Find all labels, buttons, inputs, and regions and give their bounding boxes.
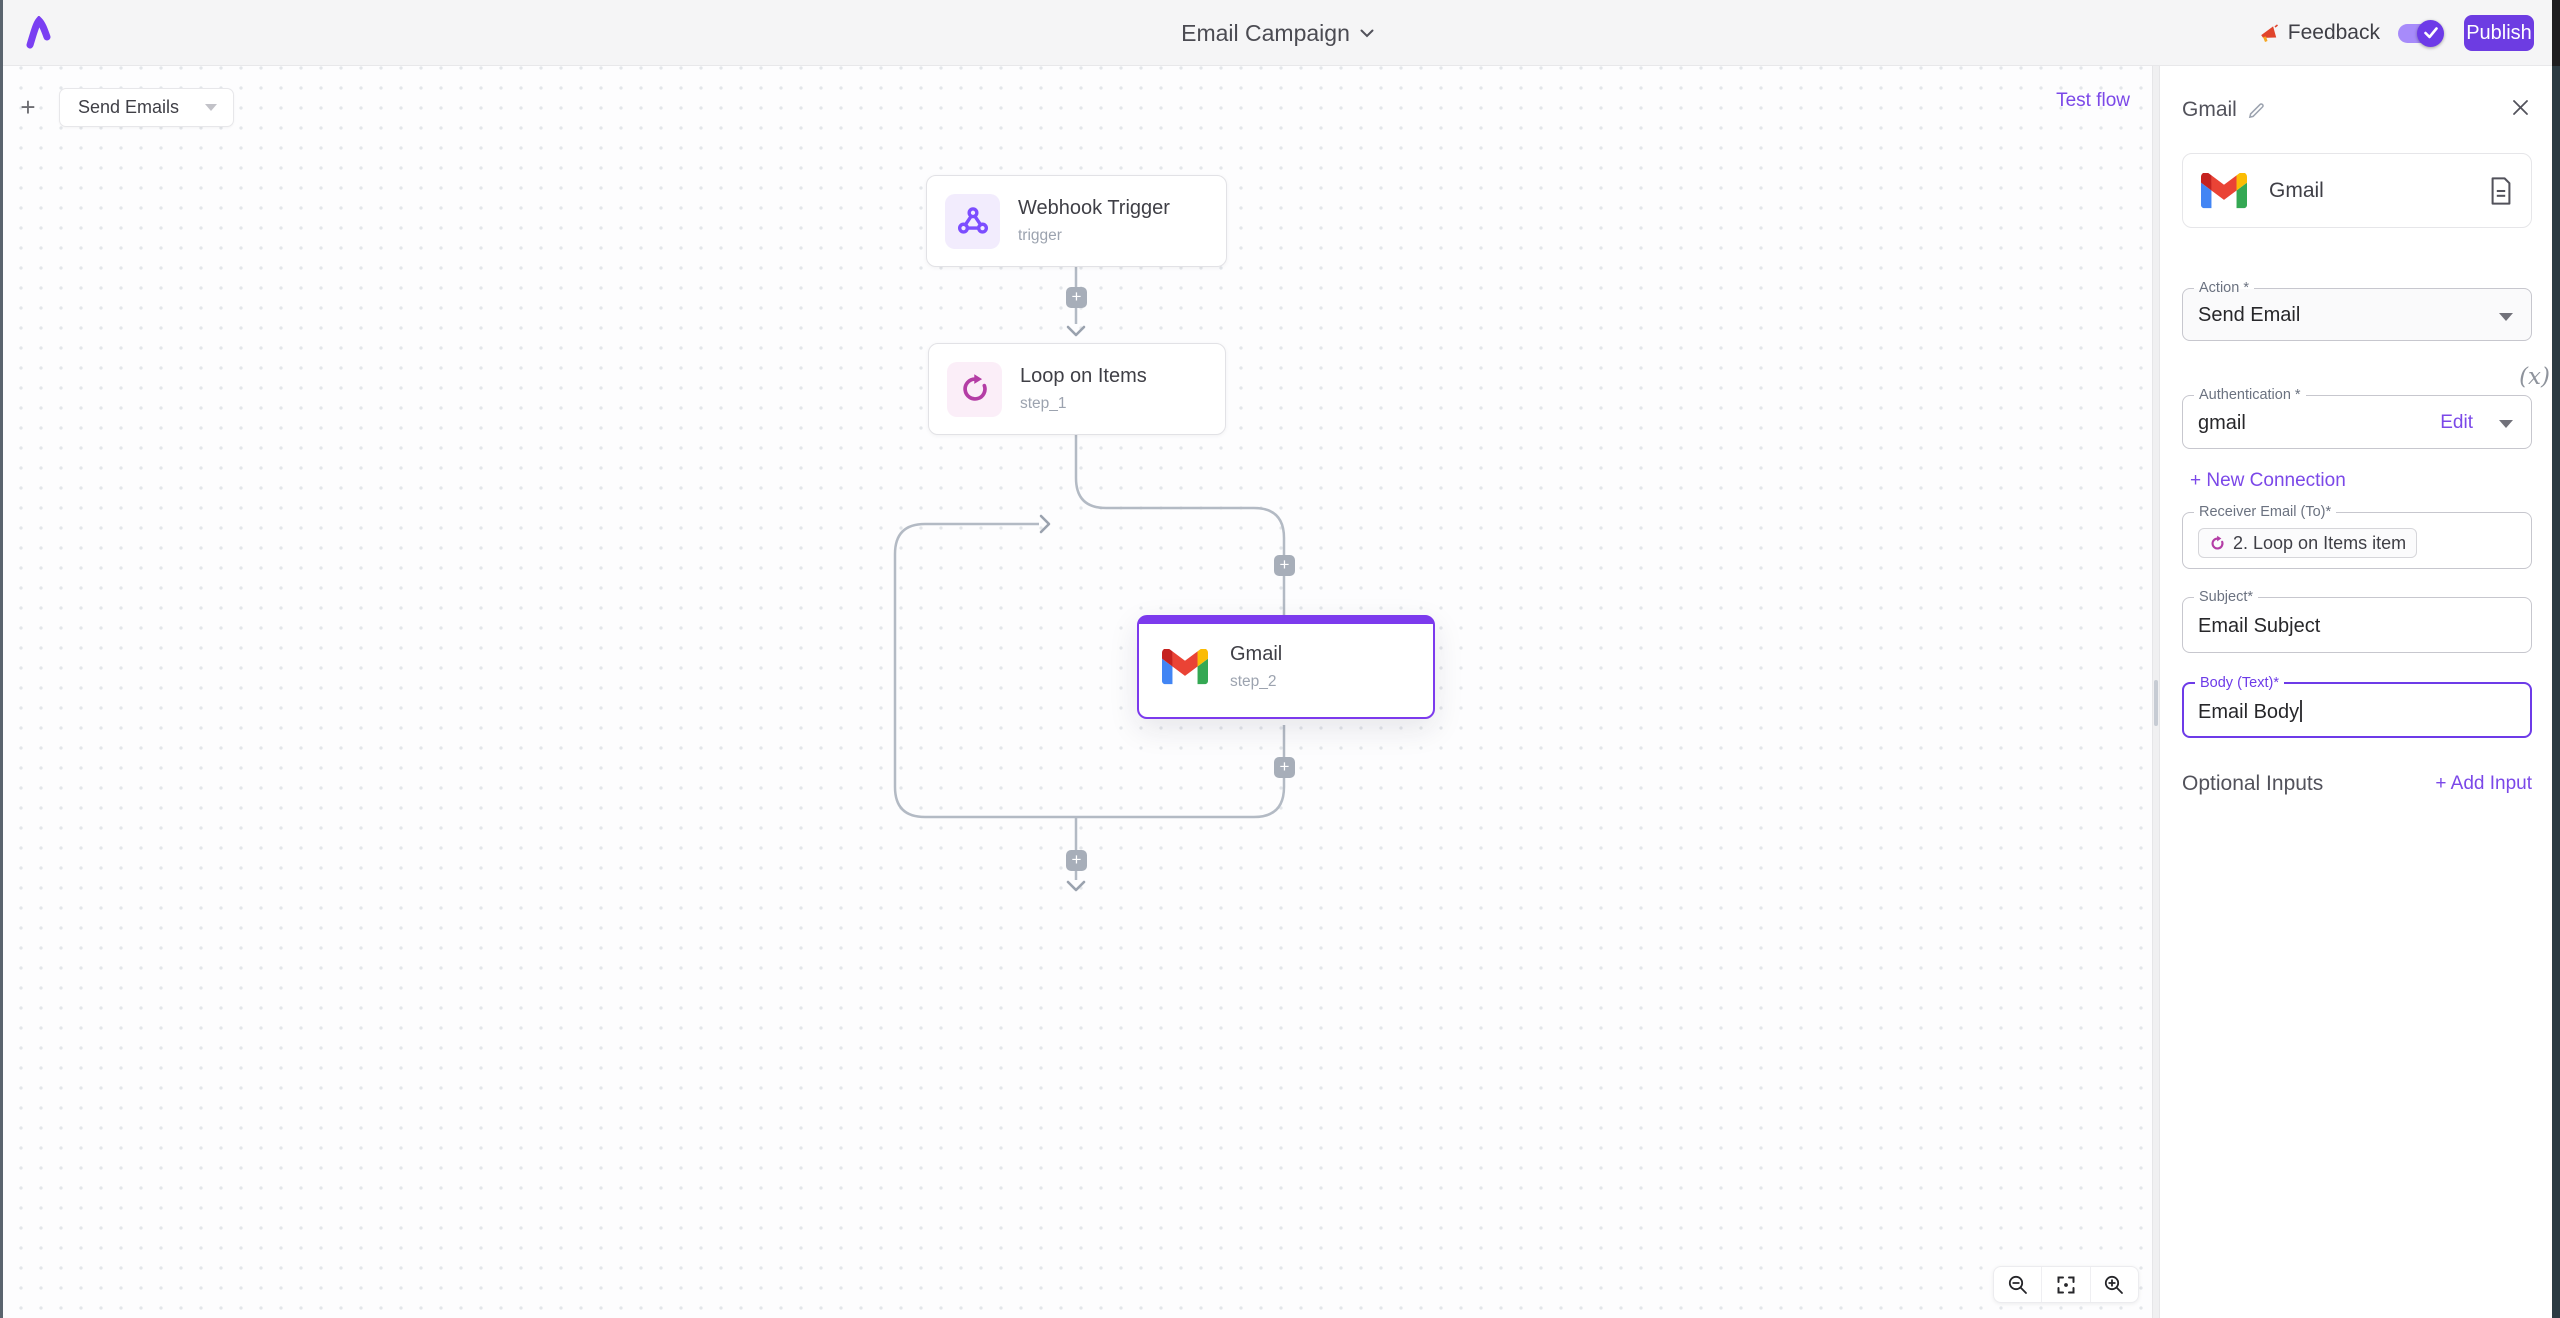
- flow-canvas[interactable]: + + + + + Send Emails Test flow Webhook …: [3, 66, 2152, 1318]
- flow-tab[interactable]: Send Emails: [59, 88, 235, 127]
- chevron-down-icon[interactable]: [205, 104, 218, 111]
- edit-name-pencil-icon[interactable]: [2247, 101, 2266, 120]
- insert-variable-button[interactable]: (x): [2519, 364, 2550, 390]
- fit-view-icon: [2057, 1276, 2075, 1293]
- action-select[interactable]: Action * Send Email: [2182, 280, 2532, 341]
- body-text-field[interactable]: Body (Text)* Email Body: [2182, 675, 2532, 738]
- text-cursor: [2300, 700, 2303, 722]
- node-title: Gmail: [1230, 643, 1283, 665]
- node-subtitle: step_1: [1020, 395, 1067, 412]
- megaphone-icon: [2260, 24, 2278, 42]
- node-webhook-trigger[interactable]: Webhook Trigger trigger: [926, 175, 1227, 267]
- docs-icon[interactable]: [2489, 176, 2513, 206]
- chevron-down-icon[interactable]: [1360, 29, 1374, 38]
- feedback-button[interactable]: Feedback: [2258, 21, 2380, 45]
- window-right-edge-top: [2552, 0, 2560, 66]
- node-title: Webhook Trigger: [1018, 197, 1170, 219]
- receiver-email-label: Receiver Email (To)*: [2194, 504, 2337, 520]
- flow-tab-label: Send Emails: [78, 97, 180, 117]
- gmail-icon: [2201, 172, 2247, 208]
- subject-field[interactable]: Subject* Email Subject: [2182, 589, 2532, 653]
- panel-resize-handle[interactable]: [2154, 680, 2158, 726]
- node-loop-on-items[interactable]: Loop on Items step_1: [928, 343, 1226, 435]
- authentication-select[interactable]: Authentication * gmail Edit: [2182, 387, 2532, 449]
- toggle-knob-check-icon: [2417, 19, 2444, 47]
- add-step-button[interactable]: +: [1274, 555, 1295, 576]
- piece-name: Gmail: [2269, 178, 2324, 202]
- window-right-edge[interactable]: [2552, 66, 2560, 1318]
- subject-label: Subject*: [2194, 589, 2259, 605]
- receiver-email-field[interactable]: Receiver Email (To)* 2. Loop on Items it…: [2182, 504, 2532, 569]
- node-subtitle: step_2: [1230, 673, 1277, 690]
- variable-token-chip[interactable]: 2. Loop on Items item: [2198, 528, 2418, 558]
- node-gmail[interactable]: Gmail step_2: [1137, 615, 1435, 719]
- loop-icon: [2211, 535, 2224, 549]
- action-label: Action *: [2194, 280, 2254, 296]
- test-flow-button[interactable]: Test flow: [2056, 90, 2130, 111]
- canvas-zoom-controls: [1993, 1266, 2139, 1303]
- body-text-label: Body (Text)*: [2195, 675, 2284, 691]
- fit-view-button[interactable]: [2041, 1267, 2089, 1302]
- chevron-down-icon: [2499, 313, 2513, 321]
- app-logo-icon[interactable]: [24, 16, 54, 50]
- flow-edges: [893, 266, 1286, 892]
- flow-title[interactable]: Email Campaign: [1181, 19, 1350, 46]
- token-label: 2. Loop on Items item: [2233, 532, 2407, 553]
- add-step-button[interactable]: +: [1066, 850, 1087, 871]
- action-value: Send Email: [2198, 304, 2301, 326]
- authentication-value: gmail: [2198, 412, 2246, 434]
- webhook-icon: [957, 207, 988, 234]
- add-flow-button[interactable]: +: [20, 92, 36, 122]
- new-connection-link[interactable]: + New Connection: [2190, 470, 2346, 491]
- node-title: Loop on Items: [1020, 365, 1147, 387]
- zoom-in-button[interactable]: [2089, 1267, 2138, 1302]
- authentication-label: Authentication *: [2194, 387, 2306, 403]
- body-text-value: Email Body: [2198, 701, 2300, 723]
- add-step-button[interactable]: +: [1274, 757, 1295, 778]
- optional-inputs-heading: Optional Inputs: [2182, 772, 2324, 795]
- step-settings-panel: Gmail Gmail Action * Send Email (x) Auth…: [2160, 66, 2552, 1318]
- chevron-down-icon: [2499, 420, 2513, 428]
- edit-connection-link[interactable]: Edit: [2440, 412, 2473, 433]
- feedback-label: Feedback: [2287, 21, 2380, 44]
- panel-title: Gmail: [2182, 98, 2237, 121]
- gmail-icon: [1161, 649, 1208, 685]
- publish-toggle[interactable]: [2398, 19, 2444, 47]
- zoom-out-icon: [2008, 1275, 2027, 1294]
- piece-info-card: Gmail: [2182, 153, 2532, 228]
- close-icon[interactable]: [2511, 98, 2530, 117]
- zoom-in-icon: [2105, 1275, 2124, 1294]
- zoom-out-button[interactable]: [1994, 1267, 2041, 1302]
- loop-icon: [962, 374, 987, 401]
- window-left-edge: [0, 0, 3, 1318]
- node-subtitle: trigger: [1018, 227, 1062, 244]
- top-bar: Email Campaign Feedback Publish: [3, 0, 2552, 66]
- publish-button[interactable]: Publish: [2464, 15, 2534, 51]
- add-step-button[interactable]: +: [1066, 287, 1087, 308]
- subject-value: Email Subject: [2198, 615, 2321, 637]
- add-input-link[interactable]: + Add Input: [2435, 773, 2532, 794]
